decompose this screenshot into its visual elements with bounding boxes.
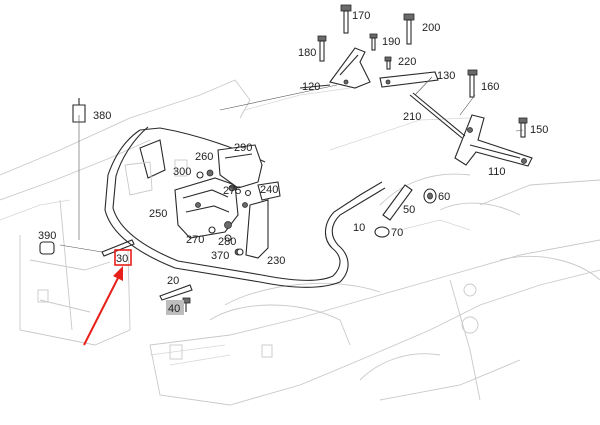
label-120: 120 (302, 81, 320, 93)
label-380: 380 (93, 110, 111, 122)
highlight-box-30 (114, 249, 132, 266)
bolt-280 (224, 234, 232, 242)
bolt-170 (340, 4, 352, 34)
label-230: 230 (267, 255, 285, 267)
clip-300 (196, 171, 204, 179)
cover-380 (72, 104, 86, 123)
rear-panel-components (124, 139, 281, 259)
bolt-180 (317, 35, 327, 62)
tie-rod (409, 92, 466, 139)
label-190: 190 (382, 36, 400, 48)
bumper-70 (374, 226, 390, 238)
bar-50 (382, 184, 413, 221)
small-parts (39, 98, 437, 312)
label-30: 30 (116, 253, 128, 265)
label-70: 70 (391, 227, 403, 239)
label-210: 210 (403, 111, 421, 123)
label-50: 50 (403, 204, 415, 216)
label-10: 10 (353, 222, 365, 234)
label-250: 250 (149, 208, 167, 220)
label-300: 300 (173, 166, 191, 178)
label-130: 130 (437, 70, 455, 82)
label-270: 270 (186, 234, 204, 246)
bolt-150 (518, 117, 528, 138)
bolt-370 (236, 248, 244, 256)
label-60: 60 (438, 191, 450, 203)
callout-labels: 170 200 180 190 220 130 120 160 380 210 … (38, 10, 548, 315)
clip-40 (182, 297, 191, 312)
label-40-background (166, 300, 184, 315)
label-260: 260 (195, 151, 213, 163)
bracket-30 (101, 239, 135, 257)
nut-270 (208, 226, 216, 234)
label-390: 390 (38, 230, 56, 242)
bracket-20 (159, 284, 193, 301)
red-pointer-arrow (83, 266, 123, 346)
bolts (317, 4, 528, 138)
label-150: 150 (530, 124, 548, 136)
label-290: 290 (234, 142, 252, 154)
leader-lines (59, 76, 524, 253)
label-280: 280 (218, 236, 236, 248)
bolt-160 (467, 69, 478, 98)
upper-bracket-assembly (299, 47, 439, 89)
bolt-200 (403, 13, 415, 45)
label-180: 180 (298, 47, 316, 59)
label-200: 200 (422, 22, 440, 34)
label-370: 370 (211, 250, 229, 262)
bolt-190 (369, 33, 378, 51)
vehicle-body-outline (0, 79, 600, 406)
label-20: 20 (167, 275, 179, 287)
label-220: 220 (398, 56, 416, 68)
lower-brace-assembly (454, 114, 533, 167)
label-240: 240 (260, 184, 278, 196)
label-40: 40 (168, 303, 180, 315)
label-170: 170 (352, 10, 370, 22)
clip-275 (244, 189, 252, 197)
label-160: 160 (481, 81, 499, 93)
label-275: 275 (223, 185, 241, 197)
pad-390 (39, 241, 55, 255)
label-110: 110 (488, 166, 506, 178)
bolt-220 (384, 56, 392, 70)
